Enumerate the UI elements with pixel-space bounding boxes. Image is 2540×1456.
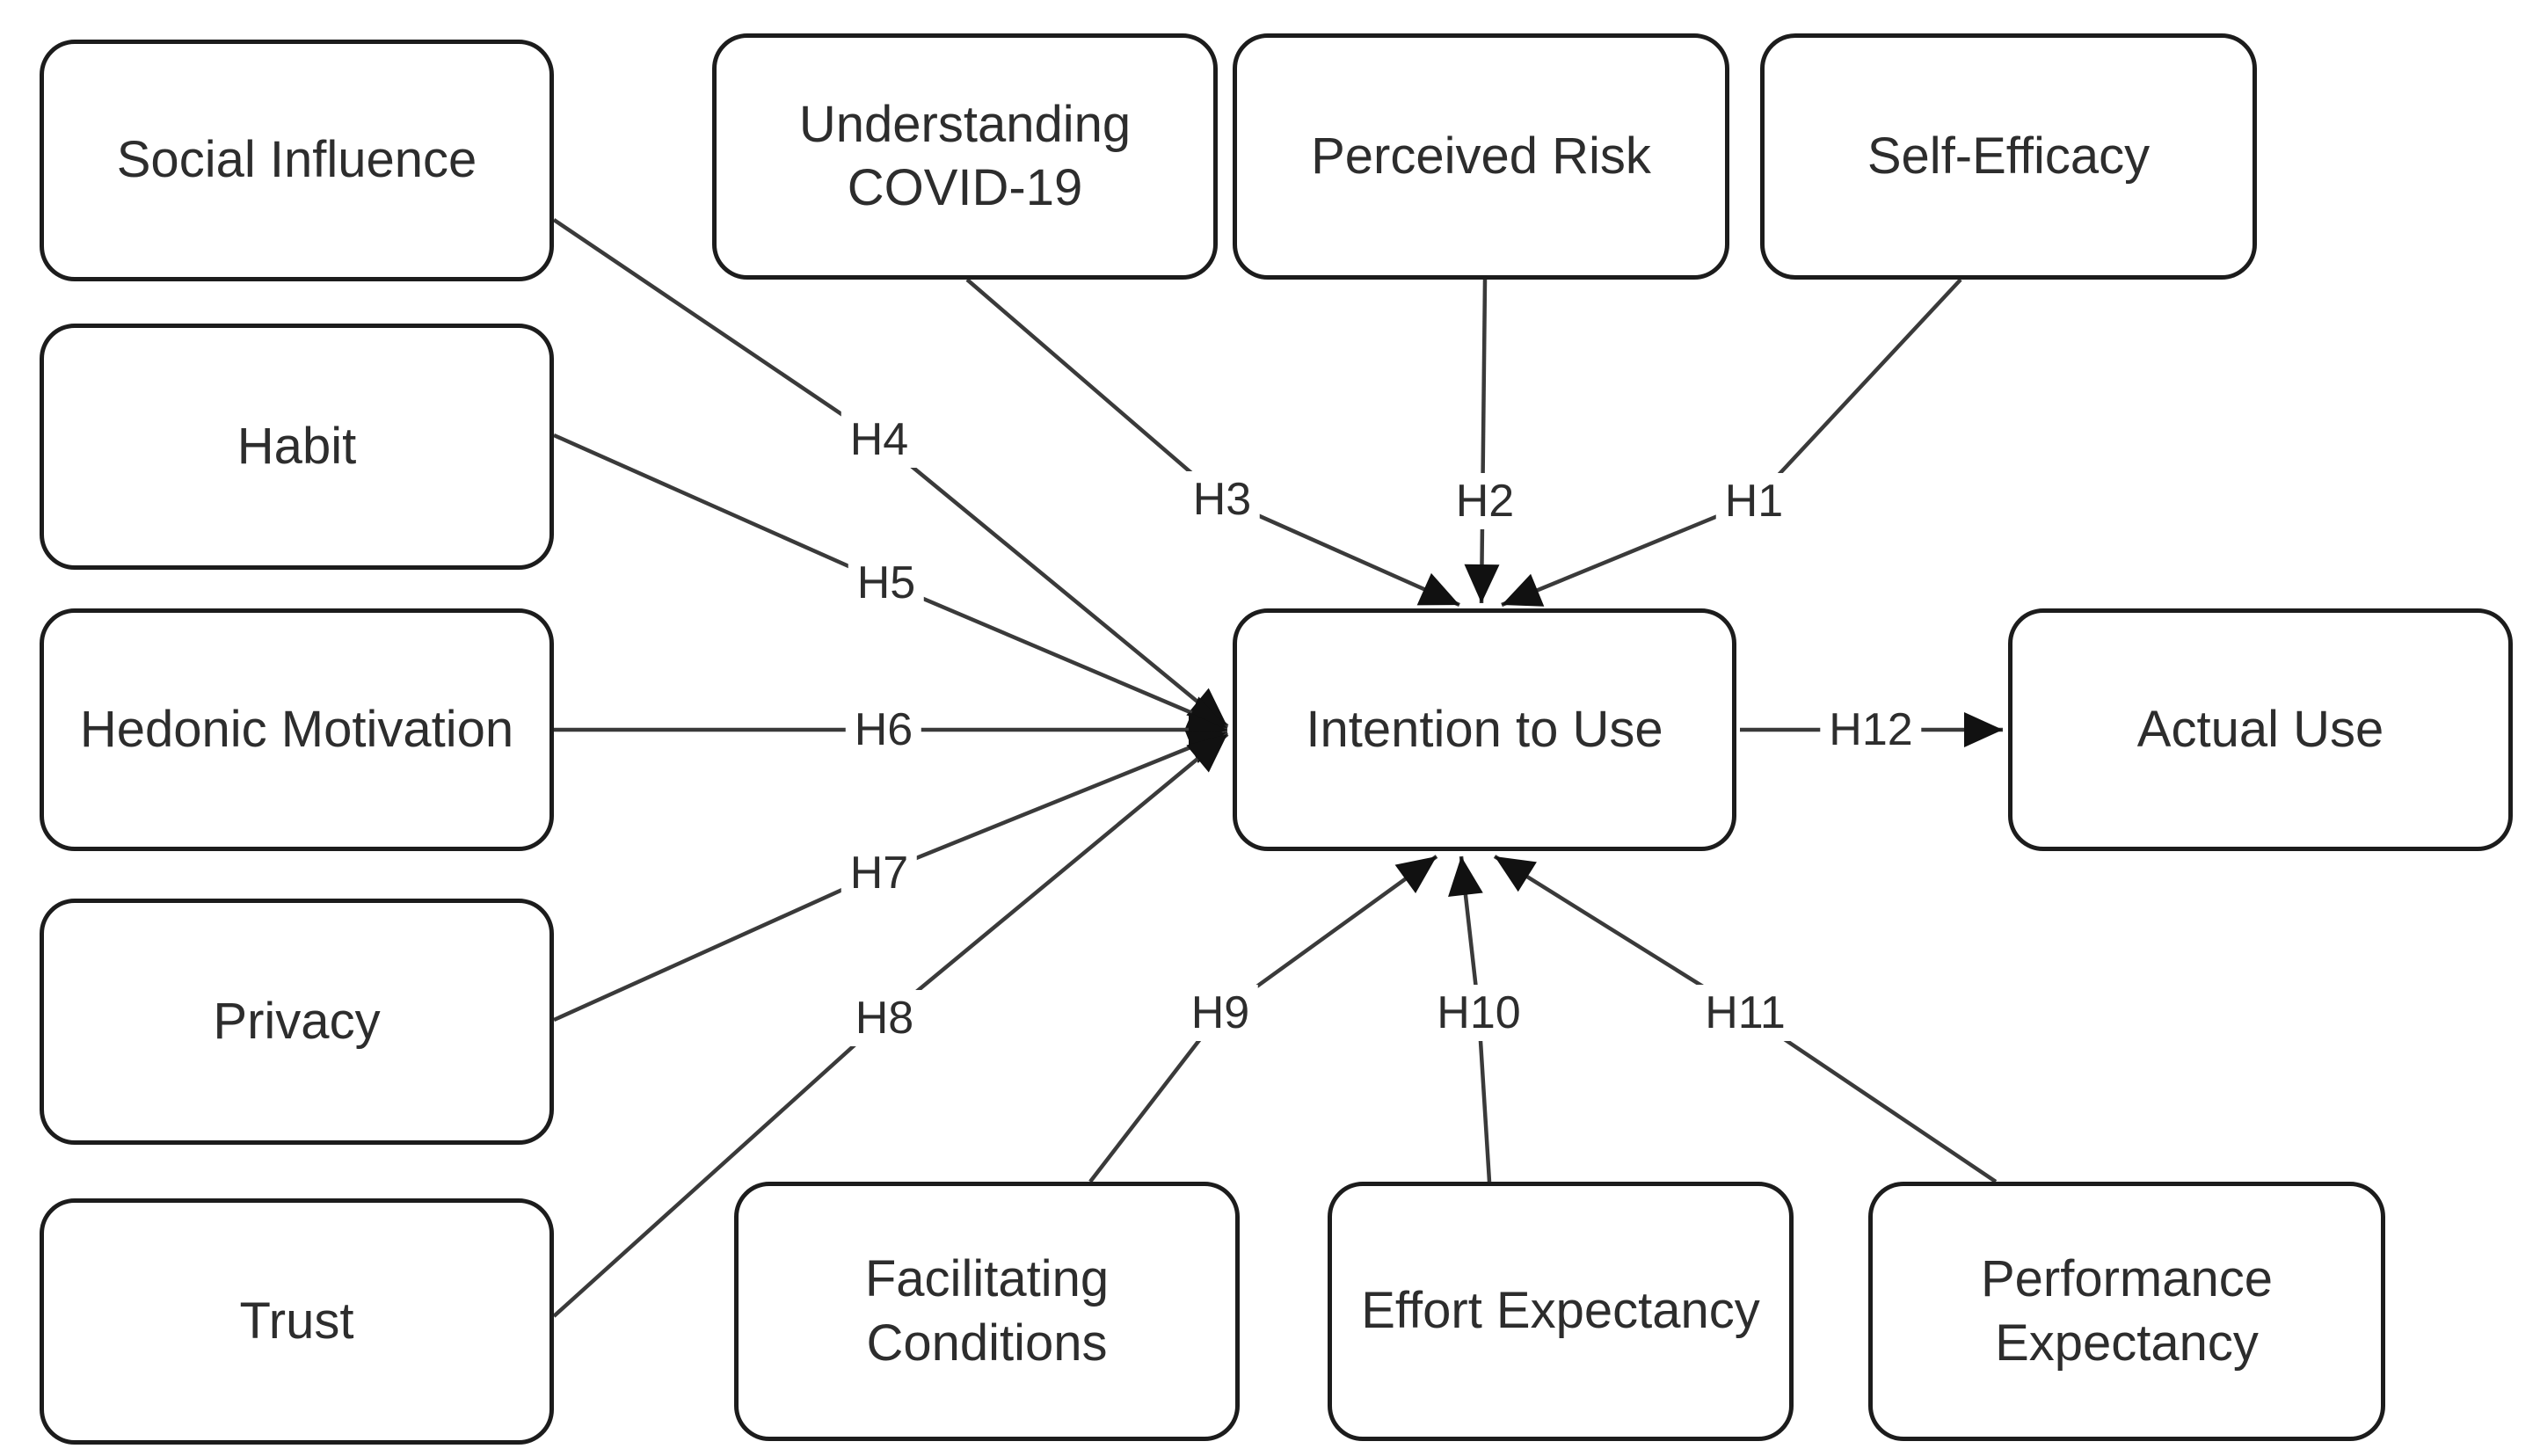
edge-h1-line [1501,278,1962,608]
node-trust: Trust [40,1198,554,1445]
edge-label-h5: H5 [848,555,925,611]
node-social-influence: Social Influence [40,40,554,281]
edge-label-h2: H2 [1446,473,1524,529]
edge-label-h6: H6 [845,702,922,758]
edge-label-h1: H1 [1715,473,1793,529]
node-privacy: Privacy [40,899,554,1145]
node-actual-use: Actual Use [2008,608,2513,851]
edge-h3-line [965,278,1460,608]
edge-label-h7: H7 [841,845,918,901]
edge-h9-line [1088,855,1438,1183]
node-performance-expectancy: Performance Expectancy [1868,1182,2385,1441]
node-perceived-risk: Perceived Risk [1233,33,1729,280]
edge-h2-line [1464,279,1500,604]
node-effort-expectancy: Effort Expectancy [1328,1182,1794,1441]
edge-label-h9: H9 [1182,985,1259,1041]
edge-h4-line [552,218,1229,728]
node-intention-to-use: Intention to Use [1233,608,1736,851]
edge-label-h8: H8 [846,990,923,1046]
edge-label-h4: H4 [841,411,918,468]
node-self-efficacy: Self-Efficacy [1760,33,2257,280]
node-habit: Habit [40,324,554,570]
edge-label-h12: H12 [1820,702,1922,758]
node-hedonic-motivation: Hedonic Motivation [40,608,554,851]
edge-label-h11: H11 [1696,985,1794,1041]
edge-label-h10: H10 [1428,985,1530,1041]
node-facilitating-conditions: Facilitating Conditions [734,1182,1240,1441]
edge-label-h3: H3 [1183,471,1261,528]
node-understanding-covid19: Understanding COVID-19 [712,33,1218,280]
